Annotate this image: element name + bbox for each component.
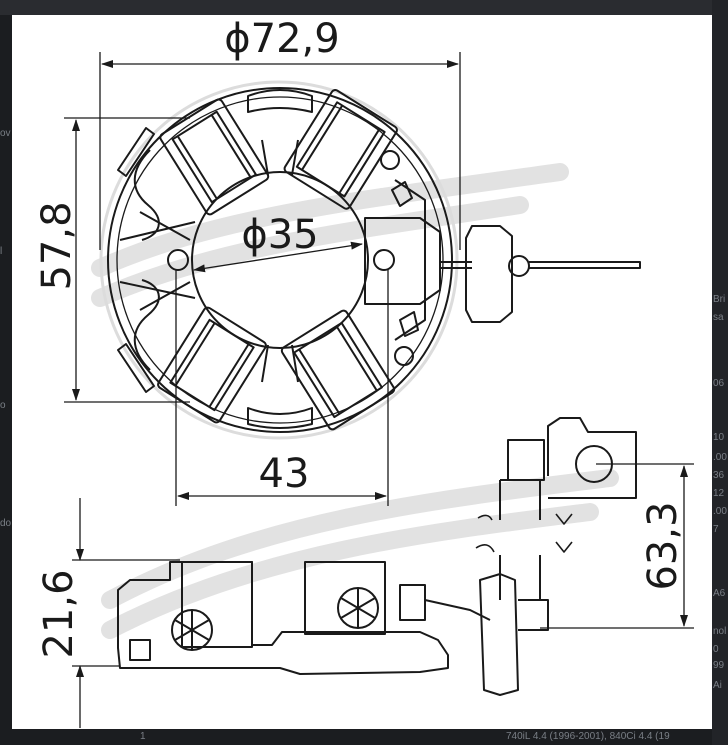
side-spring-right	[337, 587, 379, 629]
side-housing-left	[181, 561, 253, 648]
bg-snippet: 36	[713, 470, 725, 481]
dim-label-side-height: 21,6	[36, 569, 82, 658]
bg-snippet: 1	[140, 731, 146, 742]
wire-clip	[391, 181, 419, 337]
brush-upper-right	[283, 89, 398, 210]
bg-snippet: A6	[713, 588, 726, 599]
brush-upper-left	[159, 98, 270, 216]
rivet	[380, 150, 400, 170]
spring	[133, 149, 160, 241]
side-base-plate	[117, 561, 449, 675]
terminal-stem	[499, 479, 541, 520]
connector-body	[465, 225, 513, 323]
bg-snippet: 0	[713, 644, 719, 655]
spring	[133, 279, 160, 371]
lead-tail	[529, 261, 641, 269]
bg-snippet: ov	[0, 128, 11, 139]
bg-snippet: sa	[713, 312, 724, 323]
bg-snippet: 06	[713, 378, 725, 389]
terminal-plate	[547, 417, 637, 499]
terminal-block	[364, 217, 441, 305]
dim-label-terminal-length: 63,3	[640, 501, 686, 590]
side-clip	[129, 584, 426, 661]
top-view	[107, 87, 641, 433]
mounting-hole	[373, 249, 395, 271]
watermark-circle	[99, 80, 459, 440]
housing-rim	[116, 96, 444, 424]
side-lead	[424, 599, 491, 621]
dim-outer-diameter	[99, 52, 461, 250]
side-connector-tab	[518, 599, 549, 631]
bg-snippet: nol	[713, 626, 727, 637]
bg-snippet: Bri	[713, 294, 726, 305]
rivet	[394, 346, 414, 366]
side-housing-right	[304, 561, 386, 635]
bg-snippet: o	[0, 400, 6, 411]
connector-eye	[508, 255, 530, 277]
commutator-bore	[191, 171, 369, 349]
bg-snippet: 7	[713, 524, 719, 535]
dim-terminal-length	[540, 463, 694, 629]
bg-snippet: .00	[713, 452, 727, 463]
dim-label-outer-diameter: ϕ72,9	[224, 16, 339, 62]
bg-snippet: do	[0, 518, 12, 529]
terminal-wire	[499, 555, 541, 600]
dim-label-height: 57,8	[34, 201, 80, 290]
dim-height	[64, 117, 190, 403]
right-column	[712, 0, 728, 745]
dim-label-brush-spacing: 43	[259, 451, 310, 497]
top-bar	[0, 0, 728, 15]
dim-label-inner-diameter: ϕ35	[241, 212, 318, 258]
top-slot	[247, 89, 313, 113]
rib	[261, 139, 299, 383]
brush-holder-drawing: ϕ72,9 57,8 ϕ35 43	[34, 16, 694, 728]
side-view	[117, 561, 549, 696]
dim-side-height	[72, 498, 180, 728]
bg-snippet: 12	[713, 488, 725, 499]
bg-snippet: 10	[713, 432, 725, 443]
bg-snippet: .00	[713, 506, 727, 517]
terminal-strap	[394, 179, 426, 341]
brush-lower-right	[280, 309, 396, 431]
terminal-blade	[507, 439, 545, 481]
outer-housing	[107, 87, 453, 433]
drawing-panel: ϕ72,9 57,8 ϕ35 43	[12, 15, 712, 729]
dim-brush-spacing	[175, 270, 389, 506]
terminal-detail	[475, 417, 637, 600]
side-spring-left	[171, 609, 213, 651]
clip	[117, 127, 155, 393]
brush-lower-left	[157, 306, 267, 424]
mounting-hole	[167, 249, 189, 271]
dim-inner-diameter	[193, 241, 363, 273]
bg-snippet: 99	[713, 660, 725, 671]
bottom-slot	[247, 407, 313, 429]
bg-caption: 740iL 4.4 (1996-2001), 840Ci 4.4 (19	[506, 731, 670, 742]
bg-snippet: Ai	[713, 680, 722, 691]
break-mark	[475, 513, 573, 553]
bg-snippet: l	[0, 246, 3, 257]
watermark-swoosh	[91, 163, 619, 639]
